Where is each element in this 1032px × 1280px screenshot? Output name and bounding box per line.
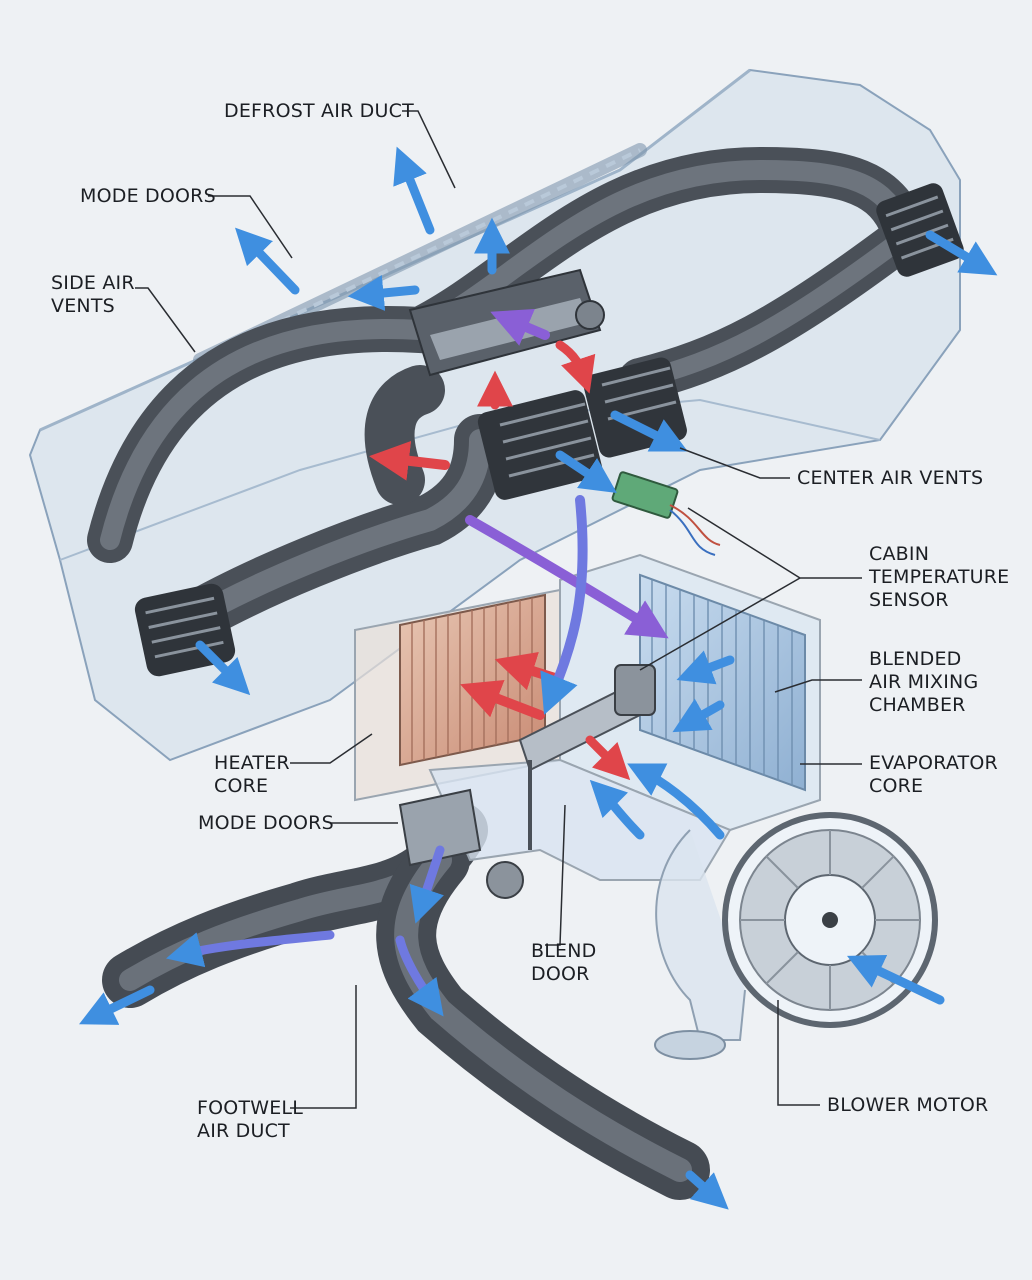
label-blended-air-mixing-chamber: BLENDED AIR MIXING CHAMBER <box>869 648 979 716</box>
label-heater-core: HEATER CORE <box>214 752 290 797</box>
blower-assembly <box>654 812 938 1060</box>
label-mode-doors-bottom: MODE DOORS <box>198 812 334 834</box>
leader-blended-air <box>774 679 862 693</box>
leader-mode-doors-top <box>208 195 293 259</box>
mixed-arrow <box>395 935 444 1017</box>
cold-arrow <box>610 410 688 452</box>
cold-arrow <box>685 1170 729 1210</box>
heater-core-box <box>354 588 561 802</box>
label-footwell-air-duct: FOOTWELL AIR DUCT <box>197 1097 304 1142</box>
label-blower-motor: BLOWER MOTOR <box>827 1094 989 1116</box>
label-center-air-vents: CENTER AIR VENTS <box>797 467 984 489</box>
cold-arrow <box>672 698 725 733</box>
mixed-arrow <box>166 930 335 968</box>
hot-arrow <box>369 440 450 481</box>
cold-arrow <box>235 227 300 295</box>
cold-arrow <box>676 650 735 685</box>
leader-blend-door <box>545 804 566 946</box>
mixed-arrow <box>540 495 588 715</box>
label-evaporator-core: EVAPORATOR CORE <box>869 752 998 797</box>
airflow-arrows <box>79 146 998 1210</box>
label-blend-door: BLEND DOOR <box>531 940 597 985</box>
leader-defrost-air-duct <box>402 110 456 189</box>
leader-heater-core <box>290 733 373 764</box>
leader-blower-motor <box>777 1000 820 1106</box>
mixing-chamber <box>428 758 732 881</box>
mixed-arrow <box>490 308 550 346</box>
cold-arrow <box>195 640 251 696</box>
cold-arrow <box>79 985 155 1025</box>
mixed-arrow <box>409 845 445 924</box>
leader-center-air-vents <box>679 447 790 479</box>
label-side-air-vents: SIDE AIR VENTS <box>51 272 135 317</box>
cold-arrow <box>555 450 617 493</box>
cold-arrow <box>347 275 420 311</box>
leader-footwell-air-duct <box>290 985 357 1109</box>
hot-arrow <box>555 340 596 394</box>
mixed-arrow <box>465 515 669 639</box>
leader-cabin-sensor-b <box>639 577 801 671</box>
lower-mode-door <box>398 788 524 899</box>
label-cabin-temperature-sensor: CABIN TEMPERATURE SENSOR <box>869 543 1010 611</box>
cold-arrow <box>627 763 725 840</box>
leader-lines <box>135 110 862 1109</box>
cold-arrow <box>925 230 998 276</box>
cold-arrow <box>846 955 945 1005</box>
hot-arrow <box>460 679 545 720</box>
label-mode-doors-top: MODE DOORS <box>80 185 216 207</box>
label-defrost-air-duct: DEFROST AIR DUCT <box>224 100 414 122</box>
cold-arrow <box>393 146 435 235</box>
cold-arrow <box>589 779 645 840</box>
center-vents <box>477 357 687 500</box>
side-vent-right <box>876 183 964 277</box>
hot-arrow <box>585 735 631 781</box>
blend-door-mechanism <box>518 664 656 850</box>
leader-side-air-vents <box>135 287 196 353</box>
